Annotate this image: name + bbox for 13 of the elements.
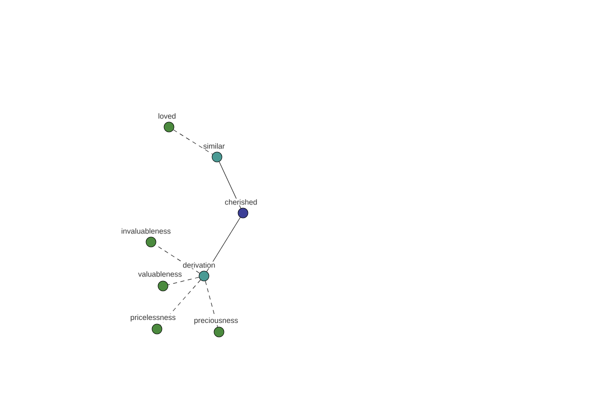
node-circle (214, 326, 224, 338)
node-circle (158, 280, 168, 292)
node-circle (212, 152, 222, 162)
connector-line (206, 217, 240, 272)
connector-line (168, 277, 200, 285)
connector-line (205, 280, 218, 328)
connector-line (173, 130, 213, 154)
node-circle (146, 236, 156, 248)
node-circle (238, 208, 248, 218)
node-circle (152, 324, 162, 334)
node-circle (198, 270, 210, 282)
connector-line (160, 280, 201, 326)
node-circle (164, 122, 174, 132)
